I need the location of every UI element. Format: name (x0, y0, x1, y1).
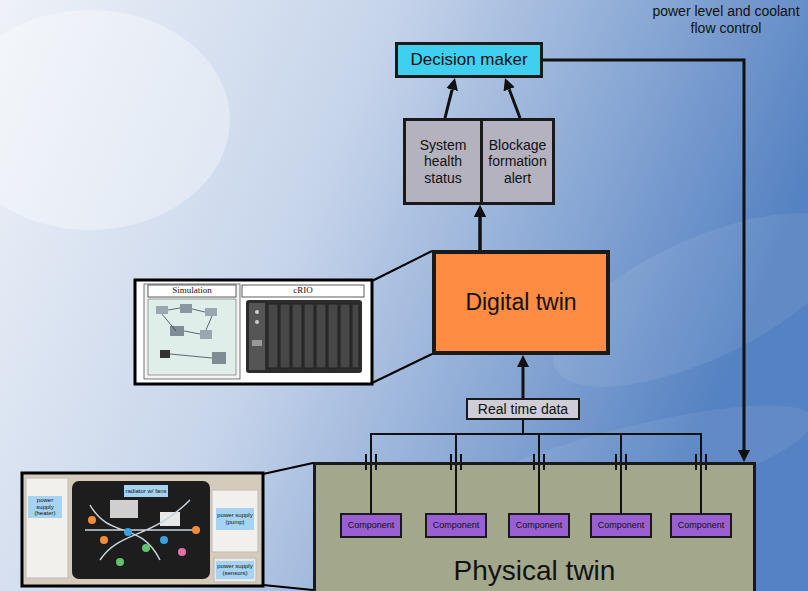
sim-wires (162, 308, 212, 358)
sim-block (156, 306, 168, 314)
control-label: power level and coolant flow control (648, 2, 804, 38)
node-text: Digital twin (465, 289, 576, 316)
tray-dot (116, 558, 124, 566)
photo-label: power supply (sensors) (216, 561, 254, 579)
sim-block (170, 326, 184, 336)
crio-module (304, 304, 314, 368)
node-text: Component (678, 520, 725, 531)
panel-fill (313, 462, 756, 591)
tray-dot (142, 544, 150, 552)
photo-frame (22, 473, 263, 586)
crio-chassis (246, 300, 362, 373)
edge-label-text: power level and coolant flow control (648, 3, 804, 37)
decision-box: Decision maker (395, 42, 543, 78)
inset-leader (372, 354, 432, 383)
crio-module (316, 304, 326, 368)
node-text: Component (433, 520, 480, 531)
component-box: Component (340, 513, 402, 538)
simulation-screen (148, 299, 236, 375)
crio-port (255, 310, 259, 314)
crio-module (280, 304, 290, 368)
crio-module (268, 304, 278, 368)
simulation-header (148, 285, 236, 297)
inset-leader (372, 251, 432, 281)
component-box: Component (670, 513, 732, 538)
tray-dot (178, 548, 186, 556)
label-text: cRIO (293, 286, 313, 296)
alert-box: Blockage formation alert (480, 118, 555, 205)
tray-part (110, 500, 138, 518)
heater-supply (26, 478, 68, 578)
connector (479, 217, 482, 250)
sensor-supply (214, 558, 256, 582)
node-text: Real time data (478, 401, 568, 418)
connector (456, 420, 523, 513)
label-text: power supply (pump) (216, 512, 254, 525)
component-box: Component (425, 513, 487, 538)
tray-dot (88, 516, 96, 524)
node-text: Physical twin (454, 554, 616, 587)
sim-block (180, 304, 192, 313)
crio-module (328, 304, 338, 368)
inset-frame (135, 280, 372, 384)
haze (0, 10, 230, 230)
tray-part (160, 512, 180, 526)
label-text: Simulation (172, 286, 212, 296)
crio-header (242, 285, 364, 297)
physical-twin-box: Physical twin Component Component Component… (313, 462, 756, 591)
crio-module (340, 304, 350, 368)
pump-supply (212, 490, 258, 552)
connector (445, 90, 452, 118)
tubing (85, 500, 200, 560)
label-text: power supply (heater) (28, 497, 62, 517)
sim-block (200, 330, 212, 339)
label-text: radiator w/ fans (125, 488, 166, 495)
node-text: Decision maker (410, 50, 527, 70)
tray-dot (160, 536, 168, 544)
tray-dot (124, 528, 132, 536)
tray (72, 481, 210, 579)
node-text: Component (598, 520, 645, 531)
crio-module (352, 304, 359, 368)
crio-port (255, 320, 259, 324)
connector (479, 217, 482, 250)
inset-leader (263, 463, 313, 474)
sim-block (212, 352, 226, 364)
photo-label: radiator w/ fans (124, 485, 168, 497)
panel-title: Simulation (148, 285, 236, 297)
connector (522, 367, 525, 398)
node-text: Component (516, 520, 563, 531)
crio-controller (249, 303, 265, 370)
panel-title: cRIO (242, 285, 364, 297)
connector (509, 89, 520, 118)
connector (523, 420, 701, 513)
tray-dot (192, 526, 200, 534)
connector (371, 420, 523, 513)
photo-label: power supply (heater) (28, 496, 62, 518)
label-text: power supply (sensors) (216, 563, 254, 576)
crio-port (252, 340, 262, 346)
sim-block (160, 350, 170, 358)
sim-block (205, 308, 217, 316)
digital-twin-box: Digital twin (432, 250, 610, 355)
status-box: System health status (403, 118, 480, 205)
component-box: Component (590, 513, 652, 538)
node-text: Component (348, 520, 395, 531)
photo-label: power supply (pump) (216, 508, 254, 530)
node-text: Blockage formation alert (487, 137, 548, 187)
data-box: Real time data (466, 398, 580, 420)
simulation-panel (144, 284, 240, 379)
tray-dot (100, 536, 108, 544)
inset-leader (263, 585, 313, 590)
crio-module (292, 304, 302, 368)
node-text: System health status (410, 137, 476, 187)
component-box: Component (508, 513, 570, 538)
